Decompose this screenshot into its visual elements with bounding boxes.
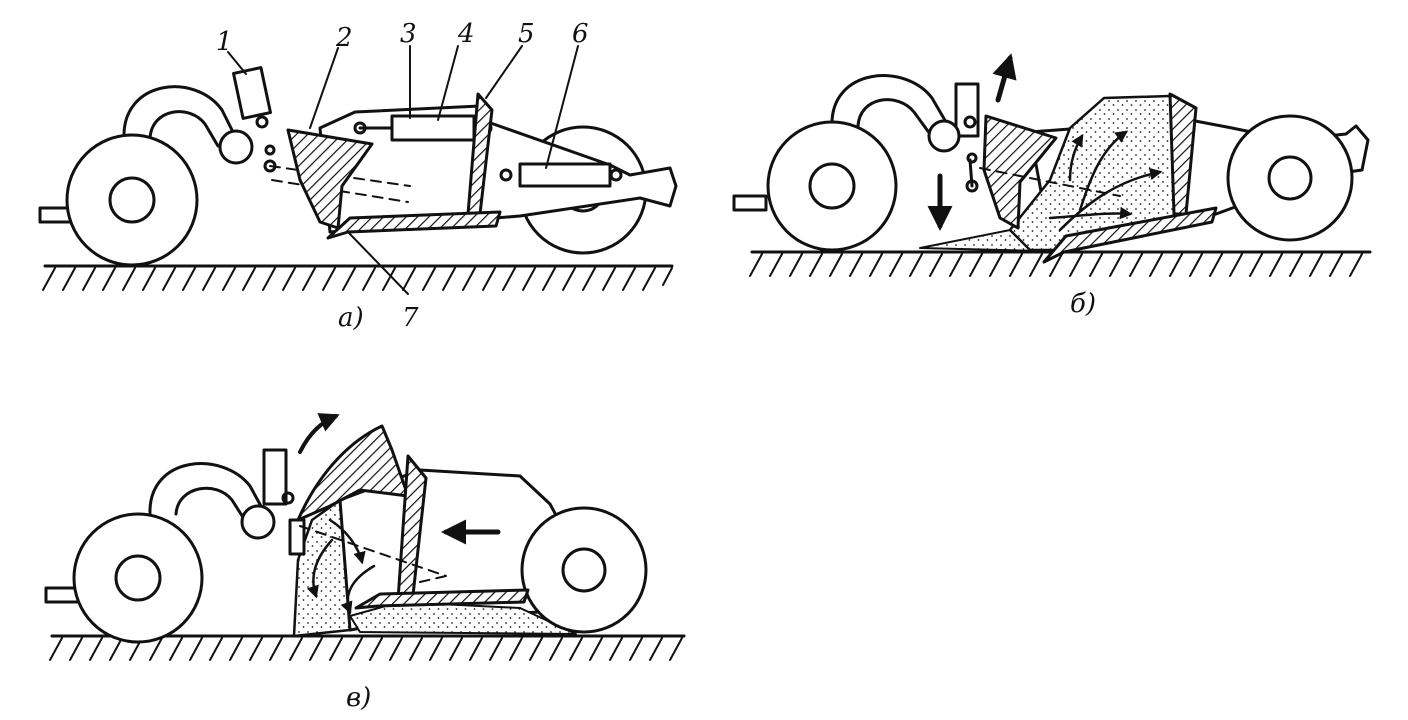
ground-a: [42, 264, 674, 291]
arrow-icon: [298, 413, 340, 454]
label-7: 7: [402, 303, 419, 333]
gooseneck-b: [830, 74, 948, 136]
arrow-icon: [1048, 206, 1133, 220]
arrow-icon: [306, 538, 334, 599]
panel-c: [44, 413, 686, 661]
front-wheel-b: [766, 120, 898, 252]
apron-2-b: [982, 114, 1058, 230]
cylinder-1-b: [954, 82, 980, 138]
cylinder-1-c: [262, 448, 288, 506]
cylinder-6-a: [518, 162, 612, 188]
label-4: 4: [457, 19, 475, 49]
arrow-icon: [340, 564, 376, 615]
arrow-icon: [1068, 133, 1084, 182]
arrow-icon: [1078, 130, 1129, 212]
knife-7-a: [326, 210, 502, 240]
linkage-dash-c: [299, 525, 447, 583]
caption-a: а): [338, 303, 364, 333]
arrow-icon: [328, 518, 366, 565]
front-wheel-hub-b: [808, 162, 856, 210]
front-wheel-a: [65, 133, 199, 267]
rear-wheel-c: [520, 506, 648, 634]
tow-bar-c: [44, 586, 80, 604]
caption-b: б): [1070, 289, 1096, 319]
panel-a: [38, 45, 678, 295]
cylinder-3-a: [390, 114, 476, 142]
knife-7-c: [354, 588, 530, 610]
label-5: 5: [518, 19, 535, 49]
arrows-c: [298, 413, 501, 615]
front-wheel-c: [72, 512, 204, 644]
label-2: 2: [335, 23, 353, 53]
front-wheel-hub-c: [114, 554, 162, 602]
arrows-b: [927, 53, 1163, 232]
label-6: 6: [572, 19, 589, 49]
ground-b: [749, 250, 1372, 277]
knife-7-b: [1042, 206, 1218, 264]
label-1: 1: [216, 27, 233, 57]
linkage-dash-b: [979, 167, 1121, 197]
rear-wheel-b: [1226, 114, 1354, 242]
cylinder-1-a: [232, 66, 272, 120]
tow-bar-b: [732, 194, 768, 212]
arrow-icon: [992, 53, 1017, 103]
rear-wheel-hub-c: [561, 547, 607, 593]
caption-c: в): [346, 683, 371, 713]
part-labels-a: 1 2 3 4 5 6 7 а): [216, 19, 589, 333]
panel-b: [732, 53, 1372, 277]
gooseneck-a: [122, 85, 234, 148]
arrow-icon: [1058, 167, 1163, 232]
leaders-a: [227, 45, 579, 295]
rear-wheel-hub-b: [1267, 155, 1313, 201]
gooseneck-c: [148, 462, 264, 524]
label-3: 3: [400, 19, 417, 49]
front-wheel-hub-a: [108, 176, 156, 224]
